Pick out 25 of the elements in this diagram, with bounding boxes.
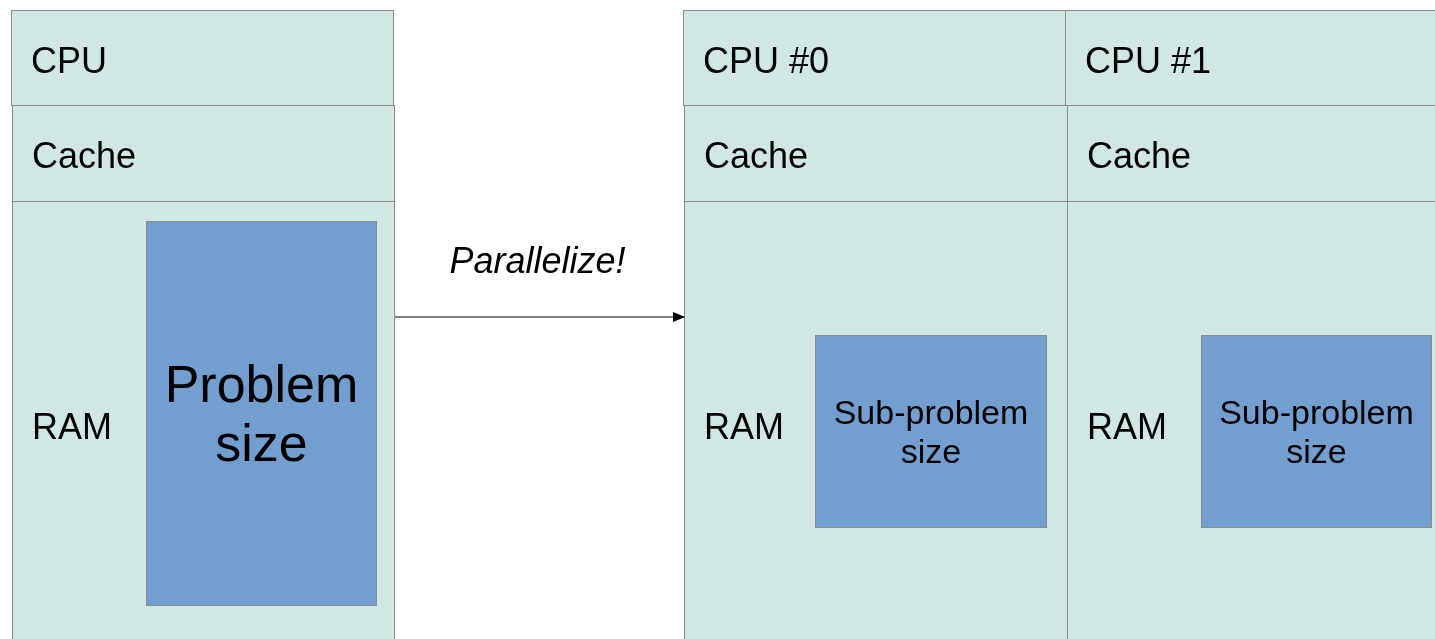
block-label: Problem size xyxy=(163,355,360,472)
box-label: Cache xyxy=(32,135,137,177)
cpu-box xyxy=(1065,10,1435,106)
cpu-box xyxy=(11,10,394,106)
block-label: Sub-problem size xyxy=(832,393,1030,470)
cache-box xyxy=(1067,105,1435,202)
box-label: CPU #1 xyxy=(1085,40,1212,82)
cache-box xyxy=(12,105,395,202)
block-label: Sub-problem size xyxy=(1218,393,1415,470)
box-label: RAM xyxy=(1087,406,1167,448)
cpu-box xyxy=(683,10,1066,106)
ram-box xyxy=(684,201,1068,639)
box-label: RAM xyxy=(704,406,784,448)
box-label: CPU xyxy=(31,40,107,82)
cache-box xyxy=(684,105,1068,202)
arrow xyxy=(394,312,685,322)
sub-problem-block xyxy=(1201,335,1432,528)
sub-problem-block xyxy=(815,335,1047,528)
ram-box xyxy=(1067,201,1435,639)
box-label: Cache xyxy=(1087,135,1192,177)
problem-block xyxy=(146,221,377,606)
box-label: RAM xyxy=(32,406,112,448)
box-label: CPU #0 xyxy=(703,40,830,82)
ram-box xyxy=(12,201,395,639)
box-label: Cache xyxy=(704,135,809,177)
